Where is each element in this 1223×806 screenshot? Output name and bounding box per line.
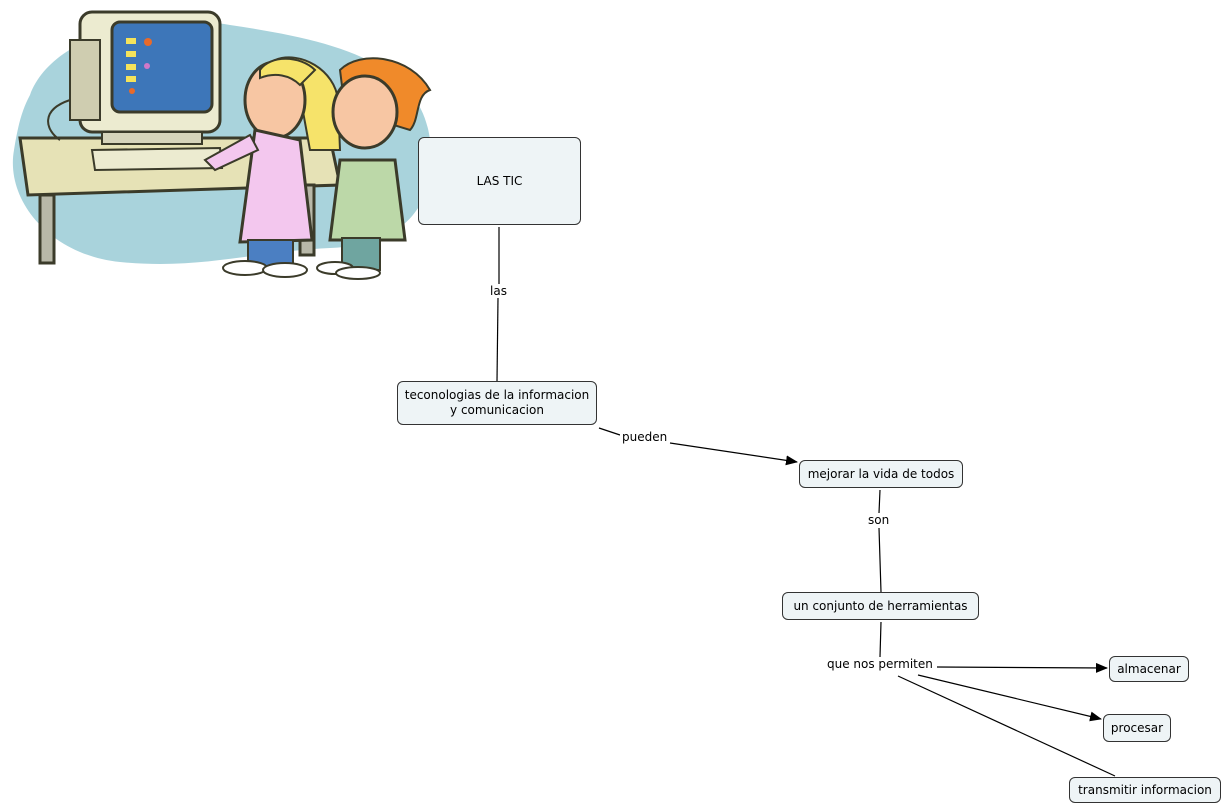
link-pueden: pueden — [620, 430, 670, 444]
children-at-computer-icon — [12, 10, 432, 280]
concept-conjunto[interactable]: un conjunto de herramientas — [782, 592, 979, 620]
link-que-nos-permiten: que nos permiten — [825, 657, 935, 671]
edge-permiten-procesar — [917, 674, 1102, 722]
edge-las-tecnologias — [496, 297, 499, 382]
edge-permiten-almacenar — [936, 662, 1108, 673]
concept-mejorar[interactable]: mejorar la vida de todos — [799, 460, 963, 488]
concept-las-tic[interactable]: LAS TIC — [418, 137, 581, 225]
concept-transmitir[interactable]: transmitir informacion — [1069, 777, 1221, 803]
edge-mejorar-son — [878, 489, 881, 514]
edge-permiten-transmitir — [897, 675, 1116, 777]
edge-conjunto-permiten — [879, 621, 882, 658]
edge-son-conjunto — [878, 527, 882, 593]
edge-tecnologias-pueden — [598, 427, 621, 436]
edge-pueden-mejorar — [669, 442, 798, 466]
concept-tecnologias[interactable]: teconologias de la informacion y comunic… — [397, 381, 597, 425]
concept-procesar[interactable]: procesar — [1103, 714, 1171, 742]
link-son: son — [866, 513, 892, 527]
concept-almacenar[interactable]: almacenar — [1109, 656, 1189, 682]
link-las: las — [488, 284, 509, 298]
